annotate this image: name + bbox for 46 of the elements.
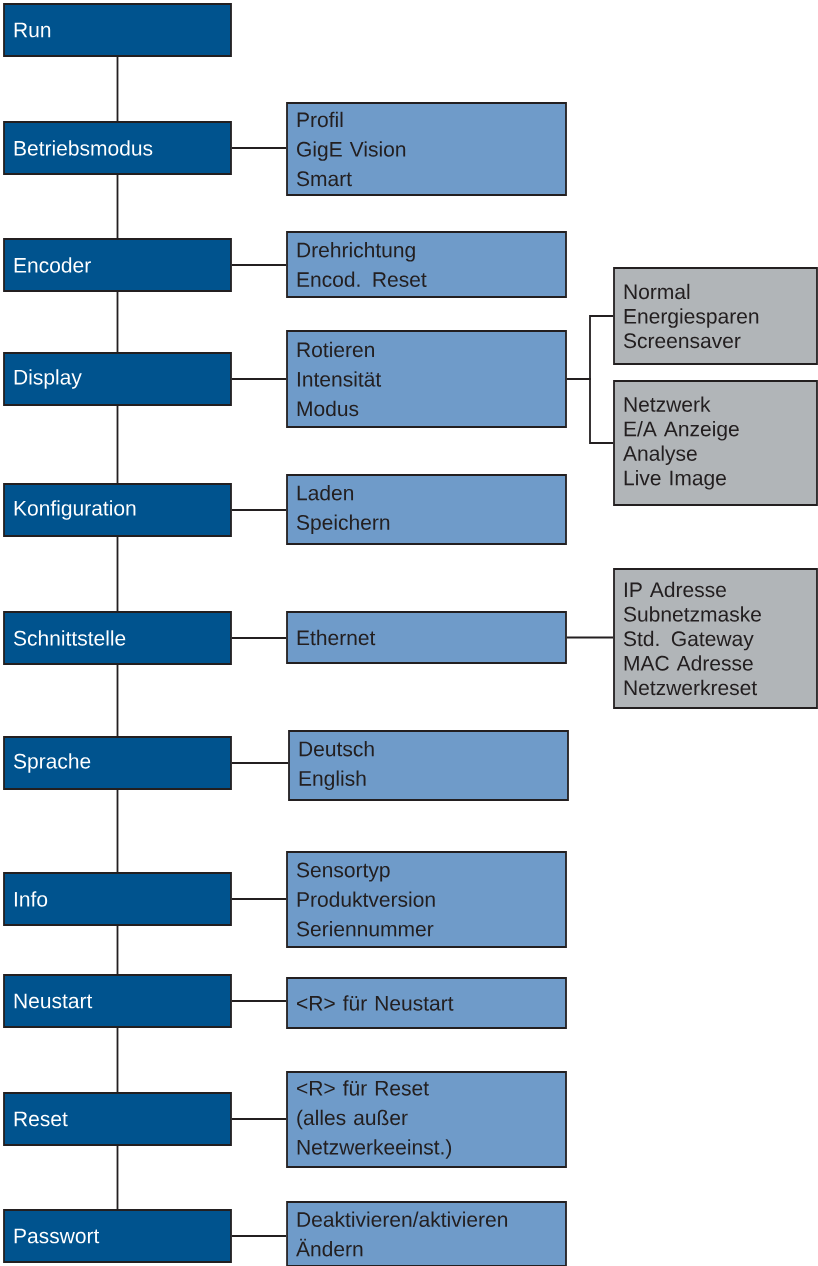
connector-line — [116, 56, 119, 122]
menu-box: Konfiguration — [3, 483, 232, 537]
connector-line — [231, 1235, 287, 1237]
connector-line — [566, 378, 614, 444]
connector-line — [231, 637, 287, 639]
connector-line — [231, 264, 287, 266]
connector-line — [116, 174, 119, 239]
connector-line — [231, 1118, 287, 1120]
connector-line — [231, 898, 287, 900]
menu-box: Run — [3, 3, 232, 57]
submenu-box: Ethernet — [286, 611, 567, 664]
connector-line — [231, 378, 287, 380]
connector-line — [116, 925, 119, 975]
menu-box: Display — [3, 352, 232, 406]
submenu-box: Laden Speichern — [286, 474, 567, 545]
option-box: IP Adresse Subnetzmaske Std. Gateway MAC Adresse Netzwerkreset — [613, 568, 818, 709]
connector-line — [116, 536, 119, 612]
connector-line — [116, 405, 119, 484]
menu-box: Info — [3, 872, 232, 926]
menu-box: Passwort — [3, 1209, 232, 1263]
submenu-box: Rotieren Intensität Modus — [286, 330, 567, 428]
connector-line — [566, 636, 614, 639]
submenu-box: Deutsch English — [288, 730, 569, 801]
menu-box: Sprache — [3, 736, 232, 790]
connector-line — [116, 1145, 119, 1210]
connector-line — [116, 1027, 119, 1093]
connector-line — [231, 1000, 287, 1002]
connector-line — [231, 509, 287, 511]
menu-box: Encoder — [3, 238, 232, 292]
connector-line — [116, 291, 119, 353]
submenu-box: Drehrichtung Encod. Reset — [286, 231, 567, 298]
submenu-box: <R> für Reset (alles außer Netzwerkeeinst.) — [286, 1071, 567, 1168]
option-box: Netzwerk E/A Anzeige Analyse Live Image — [613, 380, 818, 506]
submenu-box: Profil GigE Vision Smart — [286, 102, 567, 196]
connector-line — [231, 762, 289, 764]
submenu-box: <R> für Neustart — [286, 977, 567, 1029]
menu-box: Reset — [3, 1092, 232, 1146]
menu-box: Betriebsmodus — [3, 121, 232, 175]
menu-box: Neustart — [3, 974, 232, 1028]
submenu-box: Deaktivieren/aktivieren Ändern — [286, 1201, 567, 1266]
connector-line — [231, 147, 287, 149]
menu-box: Schnittstelle — [3, 611, 232, 665]
connector-line — [116, 789, 119, 873]
option-box: Normal Energiesparen Screensaver — [613, 267, 818, 365]
connector-line — [116, 664, 119, 737]
submenu-box: Sensortyp Produktversion Seriennummer — [286, 851, 567, 948]
